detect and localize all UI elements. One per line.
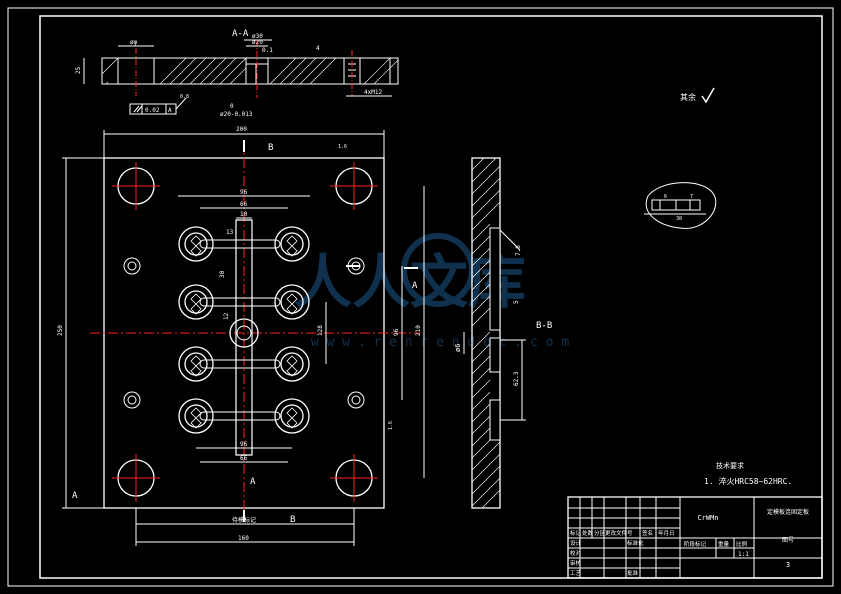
tb-scale: 1:1	[738, 551, 749, 558]
dim-96-bottom: 96	[240, 441, 248, 448]
dim-10: 10	[240, 211, 248, 218]
detail-dim-6: 6	[664, 194, 667, 200]
rest-roughness-label: 其余	[680, 92, 696, 102]
drawing-frame	[7, 7, 834, 587]
tb-scale-label: 比例	[736, 540, 748, 548]
dim-aa-angle: 4	[316, 45, 320, 52]
flatness-value: 0.02	[145, 107, 160, 114]
dim-aa-thread: 4xM12	[364, 89, 382, 96]
dim-aa-tol-top: 0	[230, 103, 234, 110]
section-a-a: A-A øφ ø30 ø20 0.1	[75, 29, 399, 118]
tb-header-mark: 标记	[570, 529, 582, 537]
dim-aa-d20: ø20	[252, 39, 263, 46]
tb-header-zone: 分区	[594, 529, 606, 537]
dim-aa-height: 25	[75, 66, 82, 74]
tb-drawing-no: 图号	[782, 537, 794, 544]
roughness-plan-top: 1.6	[338, 144, 347, 150]
dim-13: 13	[226, 229, 234, 236]
section-mark-a-left: A	[72, 491, 78, 501]
tb-std: 标准化	[627, 539, 644, 547]
dim-bb-76: 7.6	[515, 245, 522, 256]
section-mark-a-right: A	[412, 281, 418, 291]
tb-row-check: 校对	[570, 549, 582, 557]
detail-dim-7: 7	[690, 194, 693, 200]
dim-width-200: 200	[236, 126, 247, 133]
dim-96-right: 96	[393, 328, 400, 336]
dim-30: 30	[219, 270, 226, 278]
title-block: 标记 处数 分区 更改文件号 签名 年月日 设计 标准化 校对 审核 工艺 批准…	[567, 496, 823, 579]
section-b-b: 7.6 5 ø6 62.3 B-B	[454, 157, 552, 509]
tb-stage: 阶段标记	[684, 540, 707, 548]
dim-128: 128	[317, 325, 324, 336]
section-mark-b-bottom: B	[290, 515, 295, 525]
notes-title: 技术要求	[716, 461, 744, 470]
tb-part-name: 定模板连固定板	[767, 508, 809, 516]
dim-aa-d30: ø30	[252, 33, 263, 40]
section-mark-b-top: B	[268, 143, 273, 153]
plan-view: 200 250 96 66 10 13 30 12 128 96 210 96 …	[57, 126, 425, 546]
tb-weight: 重量	[718, 540, 730, 548]
dim-aa-left-dia: øφ	[130, 39, 138, 46]
dim-bb-d6: ø6	[454, 344, 462, 352]
section-a-a-title: A-A	[232, 29, 249, 39]
technical-notes: 技术要求 1. 淬火HRC58~62HRC.	[704, 461, 792, 486]
detail-view: 其余 6 7 30	[644, 87, 717, 229]
tb-approve: 批准	[627, 569, 639, 577]
watermark-text: 人人文库	[294, 248, 526, 316]
tb-row-design: 设计	[570, 539, 582, 547]
tb-header-doc: 更改文件号	[605, 529, 633, 537]
dim-66-top: 66	[240, 201, 248, 208]
dim-aa-01: 0.1	[262, 47, 273, 54]
dim-height-250: 250	[57, 325, 64, 336]
section-b-b-title: B-B	[536, 321, 552, 331]
watermark: 人人文库 w w w . r e n r e n d o c . c o m	[294, 233, 569, 350]
tb-header-sign: 签名	[642, 529, 653, 537]
section-mark-a-mid: A	[250, 477, 256, 487]
dim-bb-62: 62.3	[513, 371, 520, 386]
tb-row-review: 审核	[570, 559, 582, 567]
tb-material: CrWMn	[697, 514, 718, 522]
dim-aa-tol-bottom: ø20-0.013	[220, 111, 253, 118]
datum-label: A	[168, 107, 172, 114]
roughness-plan-side: 1.6	[388, 421, 394, 430]
watermark-url: w w w . r e n r e n d o c . c o m	[311, 335, 569, 350]
tb-sheet: 3	[786, 561, 790, 569]
dim-160: 160	[238, 535, 249, 542]
tb-header-date: 年月日	[658, 529, 675, 537]
dim-210: 210	[415, 325, 422, 336]
tb-row-process: 工艺	[570, 570, 582, 577]
dim-96-top: 96	[240, 189, 248, 196]
notes-item-1: 1. 淬火HRC58~62HRC.	[704, 476, 792, 486]
dim-12: 12	[223, 312, 230, 320]
dim-66-bottom: 66	[240, 455, 248, 462]
dim-bb-5: 5	[513, 300, 520, 304]
roughness-aa: 0.8	[180, 94, 189, 100]
tb-header-count: 处数	[582, 529, 594, 537]
detail-dim-30: 30	[676, 216, 682, 222]
